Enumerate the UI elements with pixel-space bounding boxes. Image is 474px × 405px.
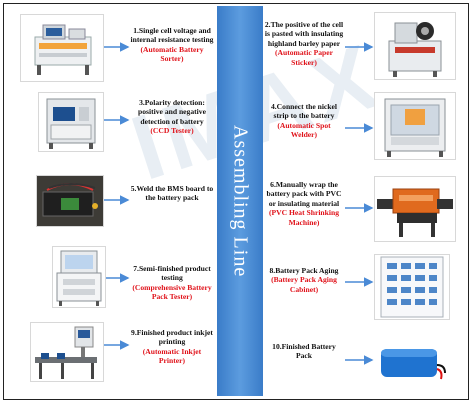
step-7-machine: (Comprehensive Battery Pack Tester)	[132, 282, 212, 302]
step-10-label: 10.Finished Battery Pack	[272, 342, 336, 361]
step-1: 1.Single cell voltage and internal resis…	[130, 26, 214, 64]
step-10: 10.Finished Battery Pack	[264, 342, 344, 361]
step-4-machine: (Automatic Spot Welder)	[277, 120, 331, 140]
paper-sticker-image	[374, 12, 456, 80]
step-9: 9.Finished product inkjet printing (Auto…	[130, 328, 214, 366]
step-5-label: 5.Weld the BMS board to the battery pack	[130, 184, 214, 203]
step-8: 8.Battery Pack Aging (Battery Pack Aging…	[264, 266, 344, 294]
step-3-label: 3.Polarity detection: positive and negat…	[138, 98, 206, 126]
step-3-machine: (CCD Tester)	[150, 126, 194, 136]
step-2-machine: (Automatic Paper Sticker)	[275, 48, 333, 67]
center-title-text: Assembling Line	[229, 124, 252, 278]
step-6-machine: (PVC Heat Shrinking Machine)	[268, 208, 340, 227]
ccd-tester-image	[38, 92, 104, 152]
bms-battery-pack-image	[36, 175, 104, 227]
step-6-label: 6.Manually wrap the battery pack with PV…	[266, 180, 342, 208]
step-8-machine: (Battery Pack Aging Cabinet)	[271, 275, 337, 294]
step-1-label: 1.Single cell voltage and internal resis…	[130, 26, 214, 45]
step-7: 7.Semi-finished product testing (Compreh…	[130, 264, 214, 302]
step-2: 2.The positive of the cell is pasted wit…	[264, 20, 344, 67]
aging-cabinet-image	[374, 254, 450, 320]
step-2-label: 2.The positive of the cell is pasted wit…	[264, 20, 344, 48]
inkjet-printer-image	[30, 322, 104, 382]
step-9-label: 9.Finished product inkjet printing	[131, 328, 213, 347]
finished-battery-pack-image	[374, 334, 450, 392]
pack-tester-image	[52, 246, 106, 308]
step-8-label: 8.Battery Pack Aging	[269, 266, 339, 275]
spot-welder-image	[374, 92, 456, 160]
step-9-machine: (Automatic Inkjet Printer)	[142, 346, 202, 366]
assembling-line-bar	[217, 6, 263, 396]
step-1-machine: (Automatic Battery Sorter)	[140, 44, 204, 64]
step-3: 3.Polarity detection: positive and negat…	[130, 98, 214, 136]
step-5: 5.Weld the BMS board to the battery pack	[130, 184, 214, 203]
step-6: 6.Manually wrap the battery pack with PV…	[264, 180, 344, 227]
step-7-label: 7.Semi-finished product testing	[133, 264, 211, 283]
step-4-label: 4.Connect the nickel strip to the batter…	[270, 102, 338, 121]
heat-shrink-image	[374, 176, 456, 242]
battery-sorter-image	[20, 14, 104, 82]
step-4: 4.Connect the nickel strip to the batter…	[264, 102, 344, 140]
assembling-line-title: Assembling Line	[217, 6, 263, 396]
